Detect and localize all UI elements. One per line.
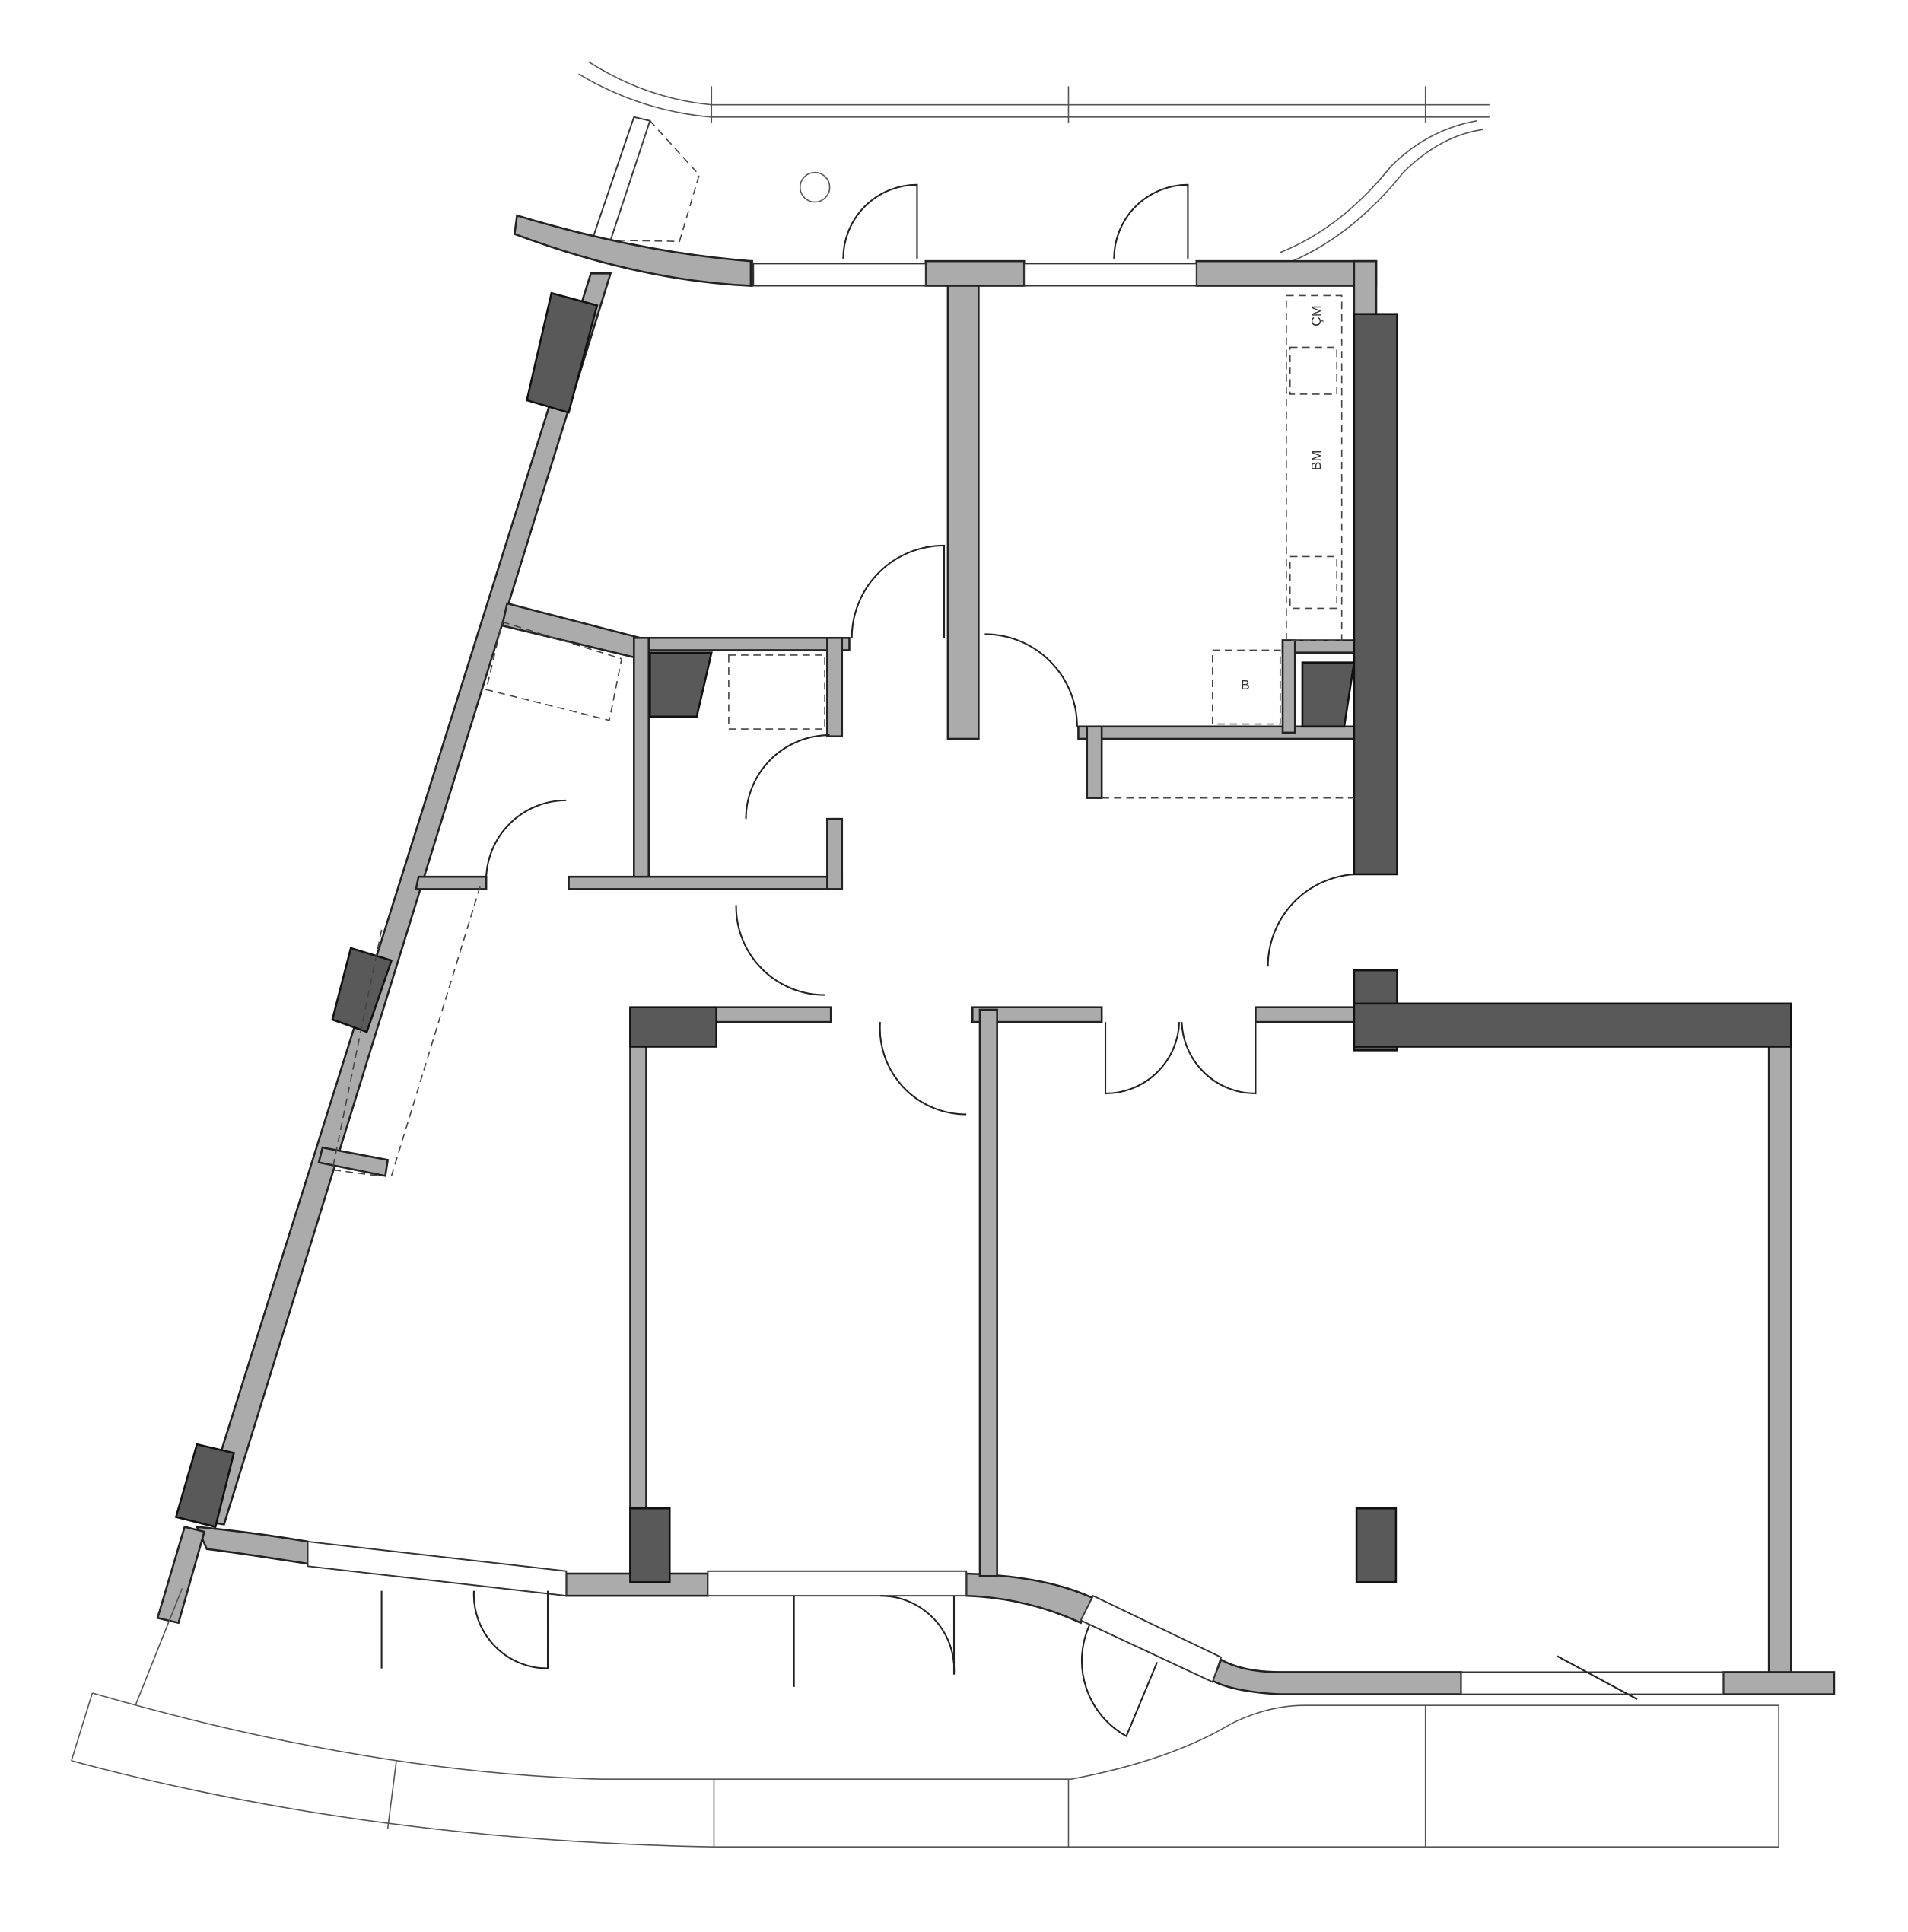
boiler-label: B bbox=[1241, 677, 1250, 692]
doors bbox=[380, 183, 1638, 1738]
fixtures bbox=[331, 171, 1354, 1177]
top-balcony bbox=[578, 61, 1490, 262]
windows bbox=[307, 263, 1725, 1695]
structural-columns bbox=[174, 291, 1792, 1583]
fridge-label: ÇM bbox=[1309, 305, 1324, 326]
dishwasher-label: BM bbox=[1309, 450, 1324, 471]
bottom-balcony bbox=[71, 1588, 1779, 1848]
exterior-walls bbox=[156, 214, 1836, 1695]
interior-walls bbox=[317, 285, 1358, 1577]
